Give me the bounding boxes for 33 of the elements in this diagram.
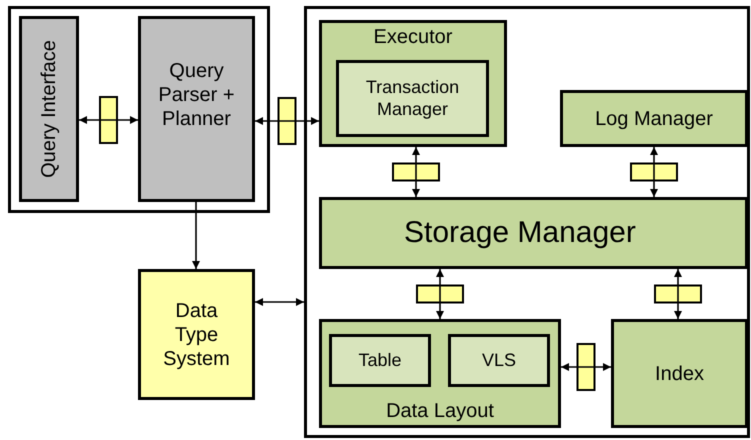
box-label: Transaction Manager [364, 76, 460, 120]
index-box [611, 319, 748, 428]
arrow [674, 269, 682, 319]
box-label: Storage Manager [404, 215, 636, 251]
vls-box [448, 334, 550, 387]
transaction-box [336, 60, 489, 137]
box-label: Data Layout [386, 399, 494, 423]
executor-box [319, 20, 507, 147]
type-system-box [138, 269, 255, 400]
arrow [192, 202, 200, 269]
module-frame [8, 6, 270, 213]
box-label: Data Type System [162, 298, 231, 370]
engine-frame [304, 6, 750, 438]
parser-box [138, 16, 255, 202]
layout-box [319, 319, 561, 428]
table-box [329, 334, 431, 387]
box-label: Query Parser + Planner [157, 59, 236, 131]
box-label: Index [655, 362, 704, 386]
box-label: Executor [374, 25, 452, 49]
box-label: Table [358, 350, 402, 372]
arrow [436, 269, 444, 319]
storage-box [319, 197, 748, 269]
box-label: VLS [482, 350, 516, 372]
arrow [79, 116, 138, 124]
arrow [412, 147, 420, 197]
arrow [255, 298, 304, 306]
box-label: Log Manager [595, 106, 713, 130]
arrow [561, 363, 611, 371]
log-box [560, 90, 748, 147]
box-label: Query Interface [37, 40, 61, 178]
arrow [255, 117, 319, 125]
arrow [650, 147, 658, 197]
interface-box [19, 16, 79, 202]
